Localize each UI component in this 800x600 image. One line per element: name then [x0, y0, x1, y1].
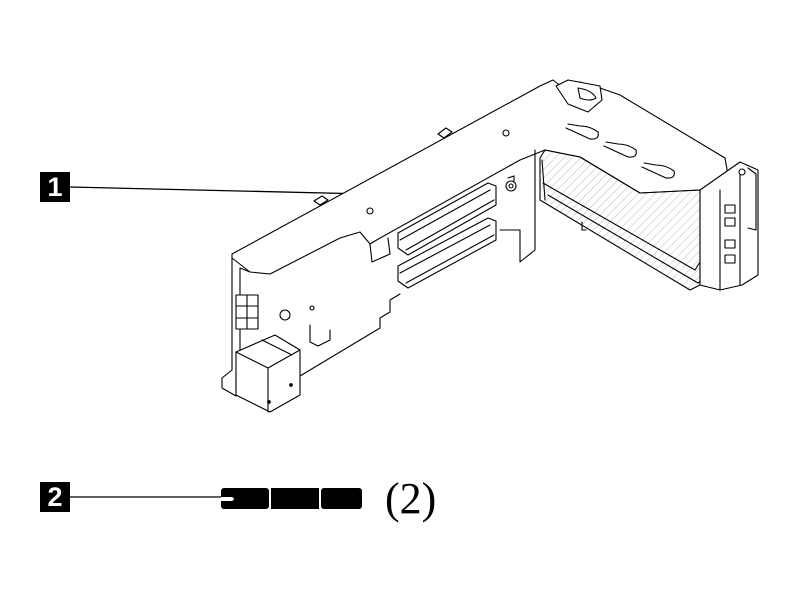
- label-strip: [221, 488, 362, 509]
- io-bracket: [699, 161, 759, 291]
- standoff-screw: [279, 309, 291, 321]
- pcie-slot-lower: [397, 217, 497, 289]
- mount-hole: [309, 305, 315, 311]
- power-connector: [235, 294, 259, 330]
- storage-connector-box: [235, 334, 301, 413]
- thumbscrew: [505, 175, 517, 192]
- leader-line-1: [69, 186, 368, 195]
- callout-badge-2: 2: [40, 482, 70, 512]
- quantity-label: (2): [385, 474, 437, 523]
- pcie-slot-upper: [397, 182, 497, 256]
- callout-badge-1: 1: [40, 172, 70, 202]
